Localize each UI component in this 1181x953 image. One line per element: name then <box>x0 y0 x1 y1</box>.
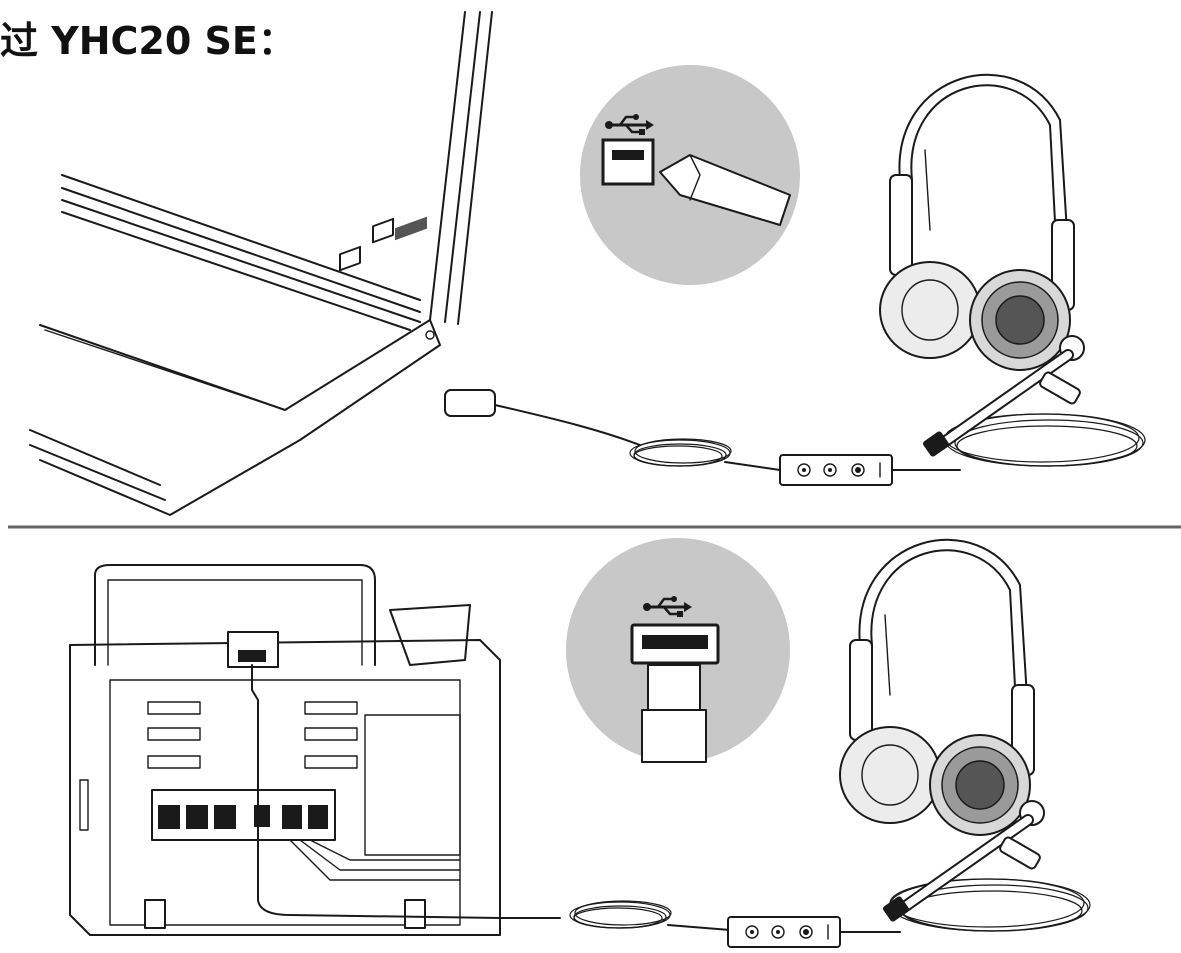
headset-bottom <box>840 540 1044 923</box>
laptop-illustration <box>29 11 493 516</box>
inline-controller <box>779 454 893 486</box>
headset-cable-coil <box>889 878 1091 932</box>
usb-plug <box>444 389 641 446</box>
usb-port-closeup <box>566 538 790 763</box>
cable-coil <box>629 438 732 467</box>
headset-top <box>880 75 1084 458</box>
inline-controller <box>727 916 841 948</box>
usb-port-closeup <box>580 65 800 285</box>
ip-phone-illustration <box>69 564 501 936</box>
cable-coil <box>569 900 672 929</box>
page-heading: 过 YHC20 SE： <box>0 19 296 63</box>
